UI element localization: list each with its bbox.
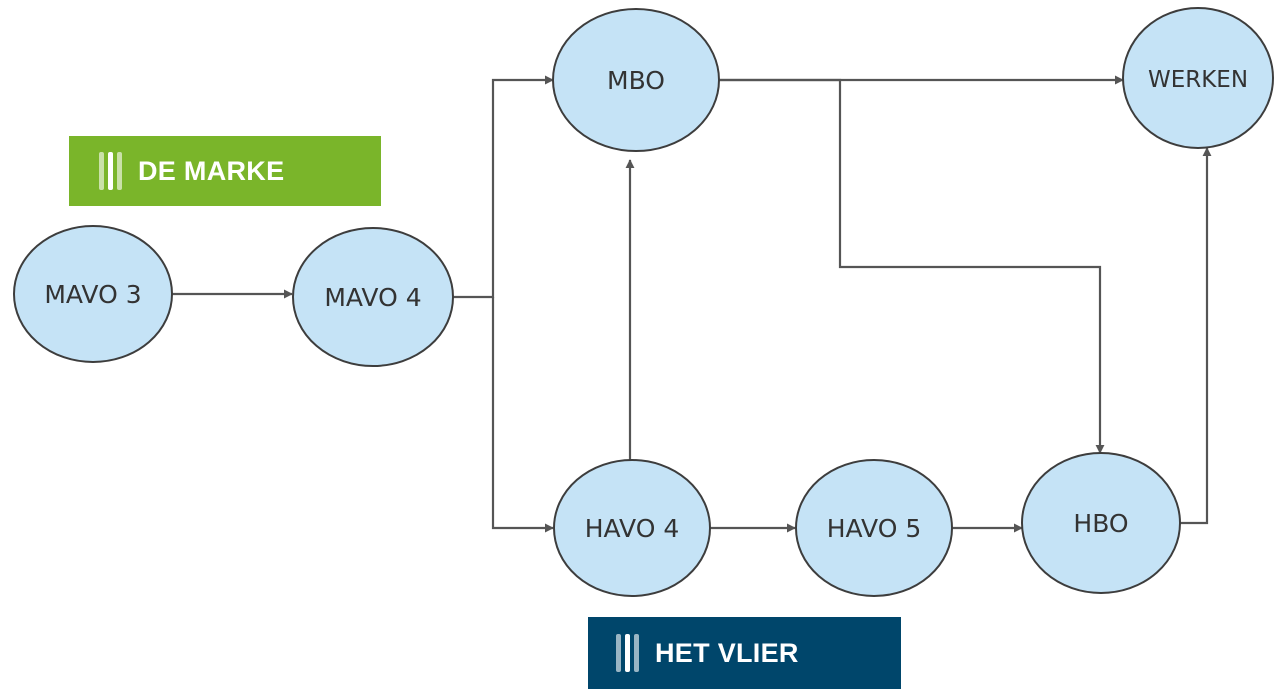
node-mavo4-label: MAVO 4 <box>324 283 421 312</box>
edge-mbo-hbo <box>719 78 1105 454</box>
node-mavo3: MAVO 3 <box>13 225 173 363</box>
edge-hbo-werken <box>1180 147 1212 525</box>
node-hbo: HBO <box>1021 452 1181 594</box>
node-werken-circle <box>1122 7 1274 149</box>
node-mbo-label: MBO <box>607 66 665 95</box>
edges <box>172 75 1212 533</box>
de-marke-banner: DE MARKE <box>69 136 381 206</box>
node-mavo3-label: MAVO 3 <box>44 280 141 309</box>
node-havo4: HAVO 4 <box>553 459 711 597</box>
node-mavo3-circle <box>13 225 173 363</box>
het-vlier-label: HET VLIER <box>655 637 799 668</box>
node-mbo: MBO <box>552 8 720 152</box>
de-marke-label: DE MARKE <box>138 155 285 186</box>
node-havo4-circle <box>553 459 711 597</box>
nodes: MAVO 3 MAVO 4 MBO WERKEN HAVO 4 HAVO 5 H… <box>13 7 1274 597</box>
node-hbo-circle <box>1021 452 1181 594</box>
node-mavo4-circle <box>292 227 454 367</box>
node-werken-label: WERKEN <box>1148 67 1248 93</box>
edge-mavo4-havo4 <box>491 297 554 533</box>
node-havo5-circle <box>795 459 953 597</box>
node-werken: WERKEN <box>1122 7 1274 149</box>
stripes-icon <box>616 634 639 672</box>
stripes-icon <box>99 152 122 190</box>
node-havo4-label: HAVO 4 <box>585 514 680 543</box>
node-havo5: HAVO 5 <box>795 459 953 597</box>
node-havo5-label: HAVO 5 <box>827 514 922 543</box>
het-vlier-banner: HET VLIER <box>588 617 901 689</box>
node-hbo-label: HBO <box>1073 509 1128 538</box>
node-mavo4: MAVO 4 <box>292 227 454 367</box>
node-mbo-circle <box>552 8 720 152</box>
edge-mavo4-mbo <box>453 75 554 299</box>
